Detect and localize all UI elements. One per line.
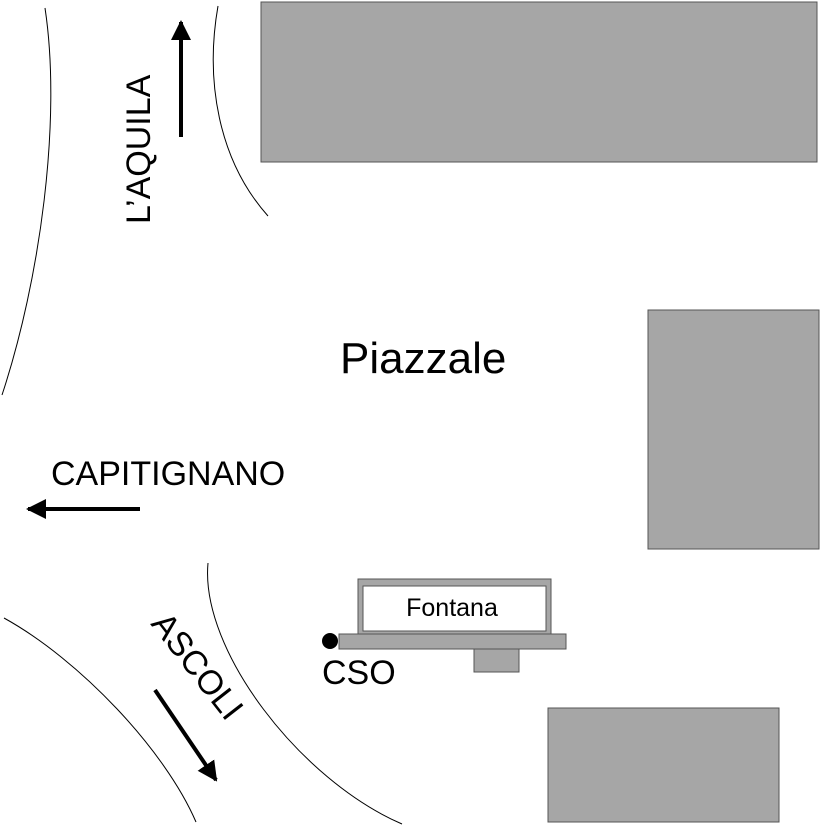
road-edge-north-west xyxy=(1,7,52,396)
fountain-label: Fontana xyxy=(406,594,498,622)
square-label: Piazzale xyxy=(340,334,506,383)
road-label-ascoli: ASCOLI xyxy=(144,606,251,728)
road-label-capitignano: CAPITIGNANO xyxy=(51,455,285,493)
road-edge-north-east xyxy=(212,5,269,217)
road-edge-south-west xyxy=(3,617,197,823)
fountain-inner xyxy=(362,585,547,632)
station-dot xyxy=(322,633,338,649)
station-label: CSO xyxy=(322,654,396,692)
fountain: Fontana xyxy=(338,578,567,673)
arrow-south-east-icon xyxy=(153,688,218,782)
fountain-step xyxy=(473,648,520,673)
building-east xyxy=(647,309,820,550)
road-label-laquila: L’AQUILA xyxy=(120,74,158,224)
road-edge-south-east xyxy=(207,562,403,825)
fountain-base xyxy=(338,633,567,650)
building-south-east xyxy=(547,707,780,823)
building-north xyxy=(260,1,818,163)
